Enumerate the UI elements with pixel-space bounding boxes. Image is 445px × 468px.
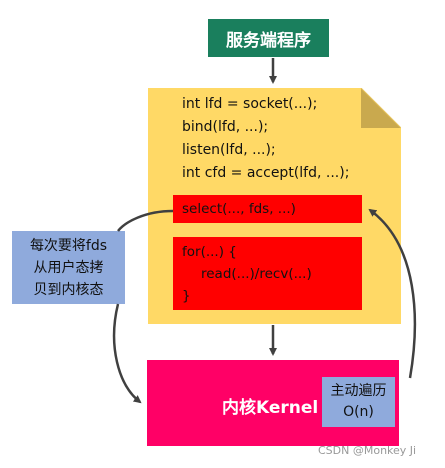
- loop-line-read: read(...)/recv(...): [201, 266, 312, 282]
- copy-fds-note: 每次要将fds 从用户态拷 贝到内核态: [12, 231, 125, 304]
- copy-note-line1: 每次要将fds: [29, 238, 108, 254]
- code-line-socket: int lfd = socket(...);: [182, 96, 318, 112]
- code-line-accept: int cfd = accept(lfd, ...);: [182, 165, 350, 181]
- kernel-label-prefix: 内核: [222, 398, 256, 418]
- kernel-label-suffix: Kernel: [256, 398, 319, 418]
- traverse-note-line2: O(n): [343, 404, 374, 420]
- watermark: CSDN @Monkey Ji: [318, 444, 417, 457]
- loop-line-close: }: [182, 288, 191, 304]
- code-line-listen: listen(lfd, ...);: [182, 142, 276, 158]
- server-program-title: 服务端程序: [208, 19, 329, 57]
- active-traverse-note: 主动遍历 O(n): [322, 377, 395, 427]
- kernel-label: 内核Kernel: [222, 393, 318, 418]
- copy-note-line3: 贝到内核态: [33, 282, 104, 298]
- read-loop-box: for(...) { read(...)/recv(...) }: [173, 237, 362, 310]
- select-call-box: select(..., fds, ...): [173, 195, 362, 223]
- traverse-note-line1: 主动遍历: [330, 383, 387, 399]
- copy-note-line2: 从用户态拷: [33, 260, 104, 276]
- loop-line-for: for(...) {: [182, 244, 237, 260]
- code-line-bind: bind(lfd, ...);: [182, 119, 269, 135]
- arrow-copy-to-kernel: [112, 303, 142, 404]
